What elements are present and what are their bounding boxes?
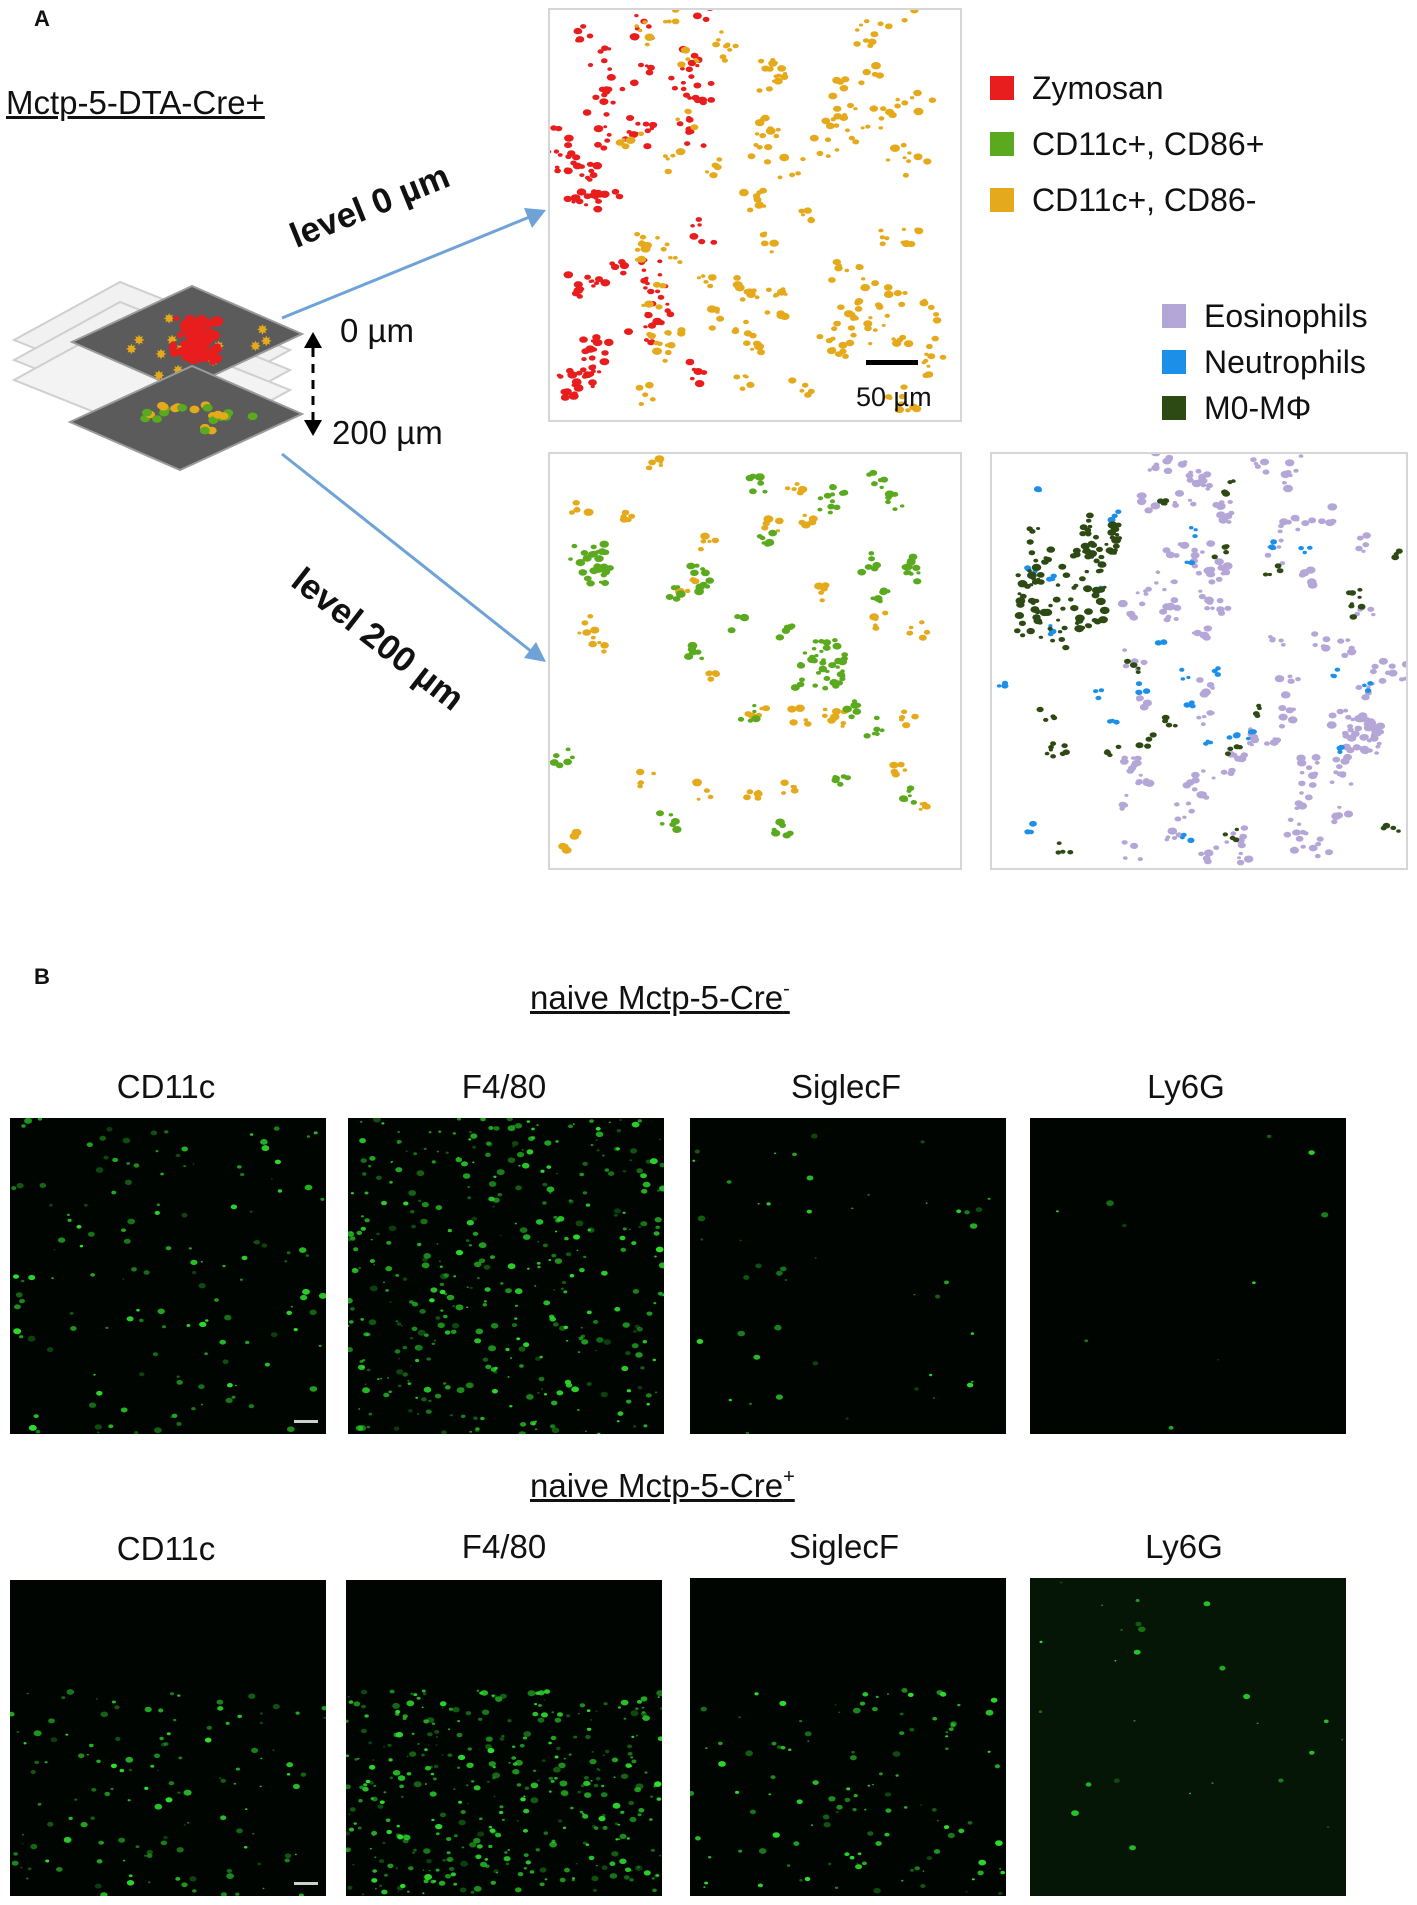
map-level-200-dc-cells xyxy=(550,455,931,854)
row1-image-cd11c xyxy=(10,1118,326,1434)
row2-image-ly6g xyxy=(1030,1578,1346,1896)
row1-image-siglecf xyxy=(690,1118,1006,1434)
map-level-0 xyxy=(548,8,962,422)
row1-stain-f480: F4/80 xyxy=(461,1068,547,1105)
micro-scale-bar-2 xyxy=(294,1882,318,1885)
row2-image-cd11c xyxy=(10,1580,326,1896)
legend-neutrophils: Neutrophils xyxy=(1162,342,1368,382)
row2-stain-cd11c: CD11c xyxy=(116,1530,216,1567)
row1-image-ly6g xyxy=(1030,1118,1346,1434)
legend-cd86-pos: CD11c+, CD86+ xyxy=(990,124,1264,164)
legend-eosinophils: Eosinophils xyxy=(1162,296,1368,336)
row1-stain-siglecf: SiglecF xyxy=(790,1068,902,1105)
legend-neutrophils-swatch xyxy=(1162,350,1186,374)
stack-cell-mark: ✸ xyxy=(257,322,269,338)
legend-cd86-neg: CD11c+, CD86- xyxy=(990,180,1264,220)
row2-image-siglecf xyxy=(690,1578,1006,1896)
legend-cd86-neg-swatch xyxy=(990,188,1014,212)
legend-bottom: Eosinophils Neutrophils M0-MΦ xyxy=(1162,296,1368,428)
row2-image-f480 xyxy=(346,1580,662,1896)
panel-b-letter: B xyxy=(34,964,50,989)
map-level-200-immune xyxy=(990,452,1408,870)
row2-title: naive Mctp-5-Cre+ xyxy=(530,1466,795,1505)
map-level-200-immune-cells xyxy=(996,454,1406,866)
legend-eosinophils-swatch xyxy=(1162,304,1186,328)
stack-cell-mark: ✸ xyxy=(133,333,145,349)
map-level-200-dc xyxy=(548,452,962,870)
row1-title: naive Mctp-5-Cre- xyxy=(530,978,790,1017)
legend-macrophage-swatch xyxy=(1162,396,1186,420)
tissue-stack-diagram: ✸✸✸✸✸✸✸✸✸✸✸✸✸✸ xyxy=(11,280,305,472)
legend-cd86-neg-label: CD11c+, CD86- xyxy=(1032,181,1257,218)
legend-macrophage-label: M0-MΦ xyxy=(1204,389,1312,426)
panel-a-title: Mctp-5-DTA-Cre+ xyxy=(6,84,265,121)
stack-cell-mark: ✸ xyxy=(260,334,272,350)
row1-title-sup: - xyxy=(783,978,790,1000)
row1-title-main: naive Mctp-5-Cre xyxy=(530,979,784,1016)
legend-cd86-pos-swatch xyxy=(990,132,1014,156)
row1-image-f480 xyxy=(348,1118,664,1434)
depth-top-label: 0 µm xyxy=(340,312,415,349)
stack-cell-mark: ✸ xyxy=(250,339,262,355)
legend-cd86-pos-label: CD11c+, CD86+ xyxy=(1032,125,1265,162)
micro-scale-bar xyxy=(294,1420,318,1423)
level-arrows xyxy=(281,208,546,662)
row2-stain-ly6g: Ly6G xyxy=(1145,1528,1223,1565)
row2-title-main: naive Mctp-5-Cre xyxy=(530,1467,784,1504)
row1-stain-ly6g: Ly6G xyxy=(1147,1068,1225,1105)
depth-arrow xyxy=(304,332,322,436)
stack-cell-mark: ✸ xyxy=(125,342,137,358)
legend-zymosan: Zymosan xyxy=(990,68,1264,108)
legend-eosinophils-label: Eosinophils xyxy=(1204,297,1368,334)
map-scale-bar xyxy=(866,360,918,365)
row1-stain-cd11c: CD11c xyxy=(116,1068,216,1105)
legend-zymosan-label: Zymosan xyxy=(1032,69,1164,106)
map-level-0-cells xyxy=(550,10,947,414)
legend-top: Zymosan CD11c+, CD86+ CD11c+, CD86- xyxy=(990,68,1264,220)
stack-cell-mark: ✸ xyxy=(155,347,167,363)
panel-a-letter: A xyxy=(34,6,50,31)
row2-title-sup: + xyxy=(783,1466,795,1488)
depth-bottom-label: 200 µm xyxy=(332,414,443,451)
row2-stain-siglecf: SiglecF xyxy=(788,1528,900,1565)
legend-macrophage: M0-MΦ xyxy=(1162,388,1368,428)
bottom-plane xyxy=(67,364,305,472)
map-scale-label: 50 µm xyxy=(856,382,932,412)
row2-stain-f480: F4/80 xyxy=(461,1528,547,1565)
stack-cell-mark: ✸ xyxy=(163,312,175,328)
legend-neutrophils-label: Neutrophils xyxy=(1204,343,1366,380)
legend-zymosan-swatch xyxy=(990,76,1014,100)
